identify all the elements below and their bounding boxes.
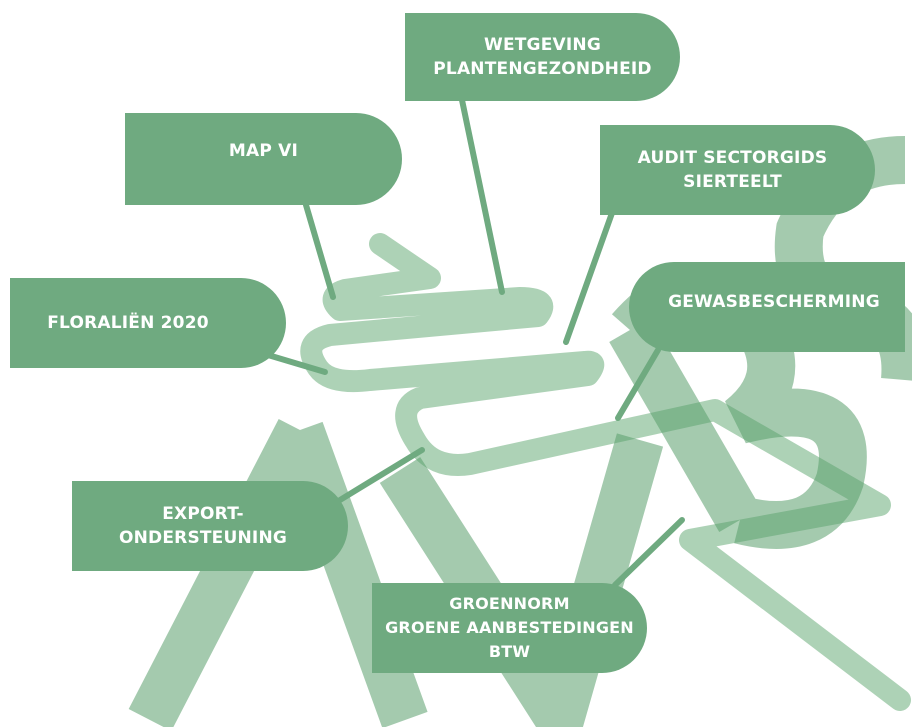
- topic-wetgeving: WETGEVING PLANTENGEZONDHEID: [405, 13, 680, 101]
- topic-gewasbescherming-line-1: GEWASBESCHERMING: [668, 292, 880, 312]
- topic-wetgeving-line-1: WETGEVING: [484, 35, 601, 55]
- topic-floralien-line-1: FLORALIËN 2020: [47, 313, 209, 333]
- topic-export-line-1: EXPORT-: [162, 504, 244, 524]
- connector-export: [337, 447, 425, 503]
- topic-audit: AUDIT SECTORGIDS SIERTEELT: [600, 125, 875, 215]
- connector-groennorm: [612, 517, 685, 588]
- topic-groennorm: GROENNORM GROENE AANBESTEDINGEN BTW: [372, 583, 647, 673]
- topic-gewasbescherming: GEWASBESCHERMING: [629, 262, 905, 352]
- road-path: [300, 233, 911, 711]
- topic-groennorm-line-3: BTW: [488, 642, 531, 661]
- topic-map-vi: MAP VI: [125, 113, 402, 205]
- topic-floralien: FLORALIËN 2020: [10, 278, 286, 368]
- connector-wetgeving: [459, 97, 505, 295]
- topic-groennorm-line-1: GROENNORM: [449, 594, 570, 613]
- topic-wetgeving-line-2: PLANTENGEZONDHEID: [433, 59, 652, 79]
- connector-floralien: [265, 352, 328, 375]
- topic-export: EXPORT- ONDERSTEUNING: [72, 481, 348, 571]
- topic-groennorm-line-2: GROENE AANBESTEDINGEN: [385, 618, 634, 637]
- connector-audit: [563, 210, 615, 345]
- topic-map-vi-line-1: MAP VI: [228, 141, 299, 161]
- topic-audit-line-1: AUDIT SECTORGIDS: [637, 148, 828, 168]
- connector-map-vi: [303, 202, 336, 300]
- topic-audit-line-2: SIERTEELT: [683, 172, 782, 192]
- topic-export-line-2: ONDERSTEUNING: [118, 528, 288, 548]
- connector-gewasbescherming: [615, 347, 661, 421]
- watermark-letter-v: [379, 433, 664, 727]
